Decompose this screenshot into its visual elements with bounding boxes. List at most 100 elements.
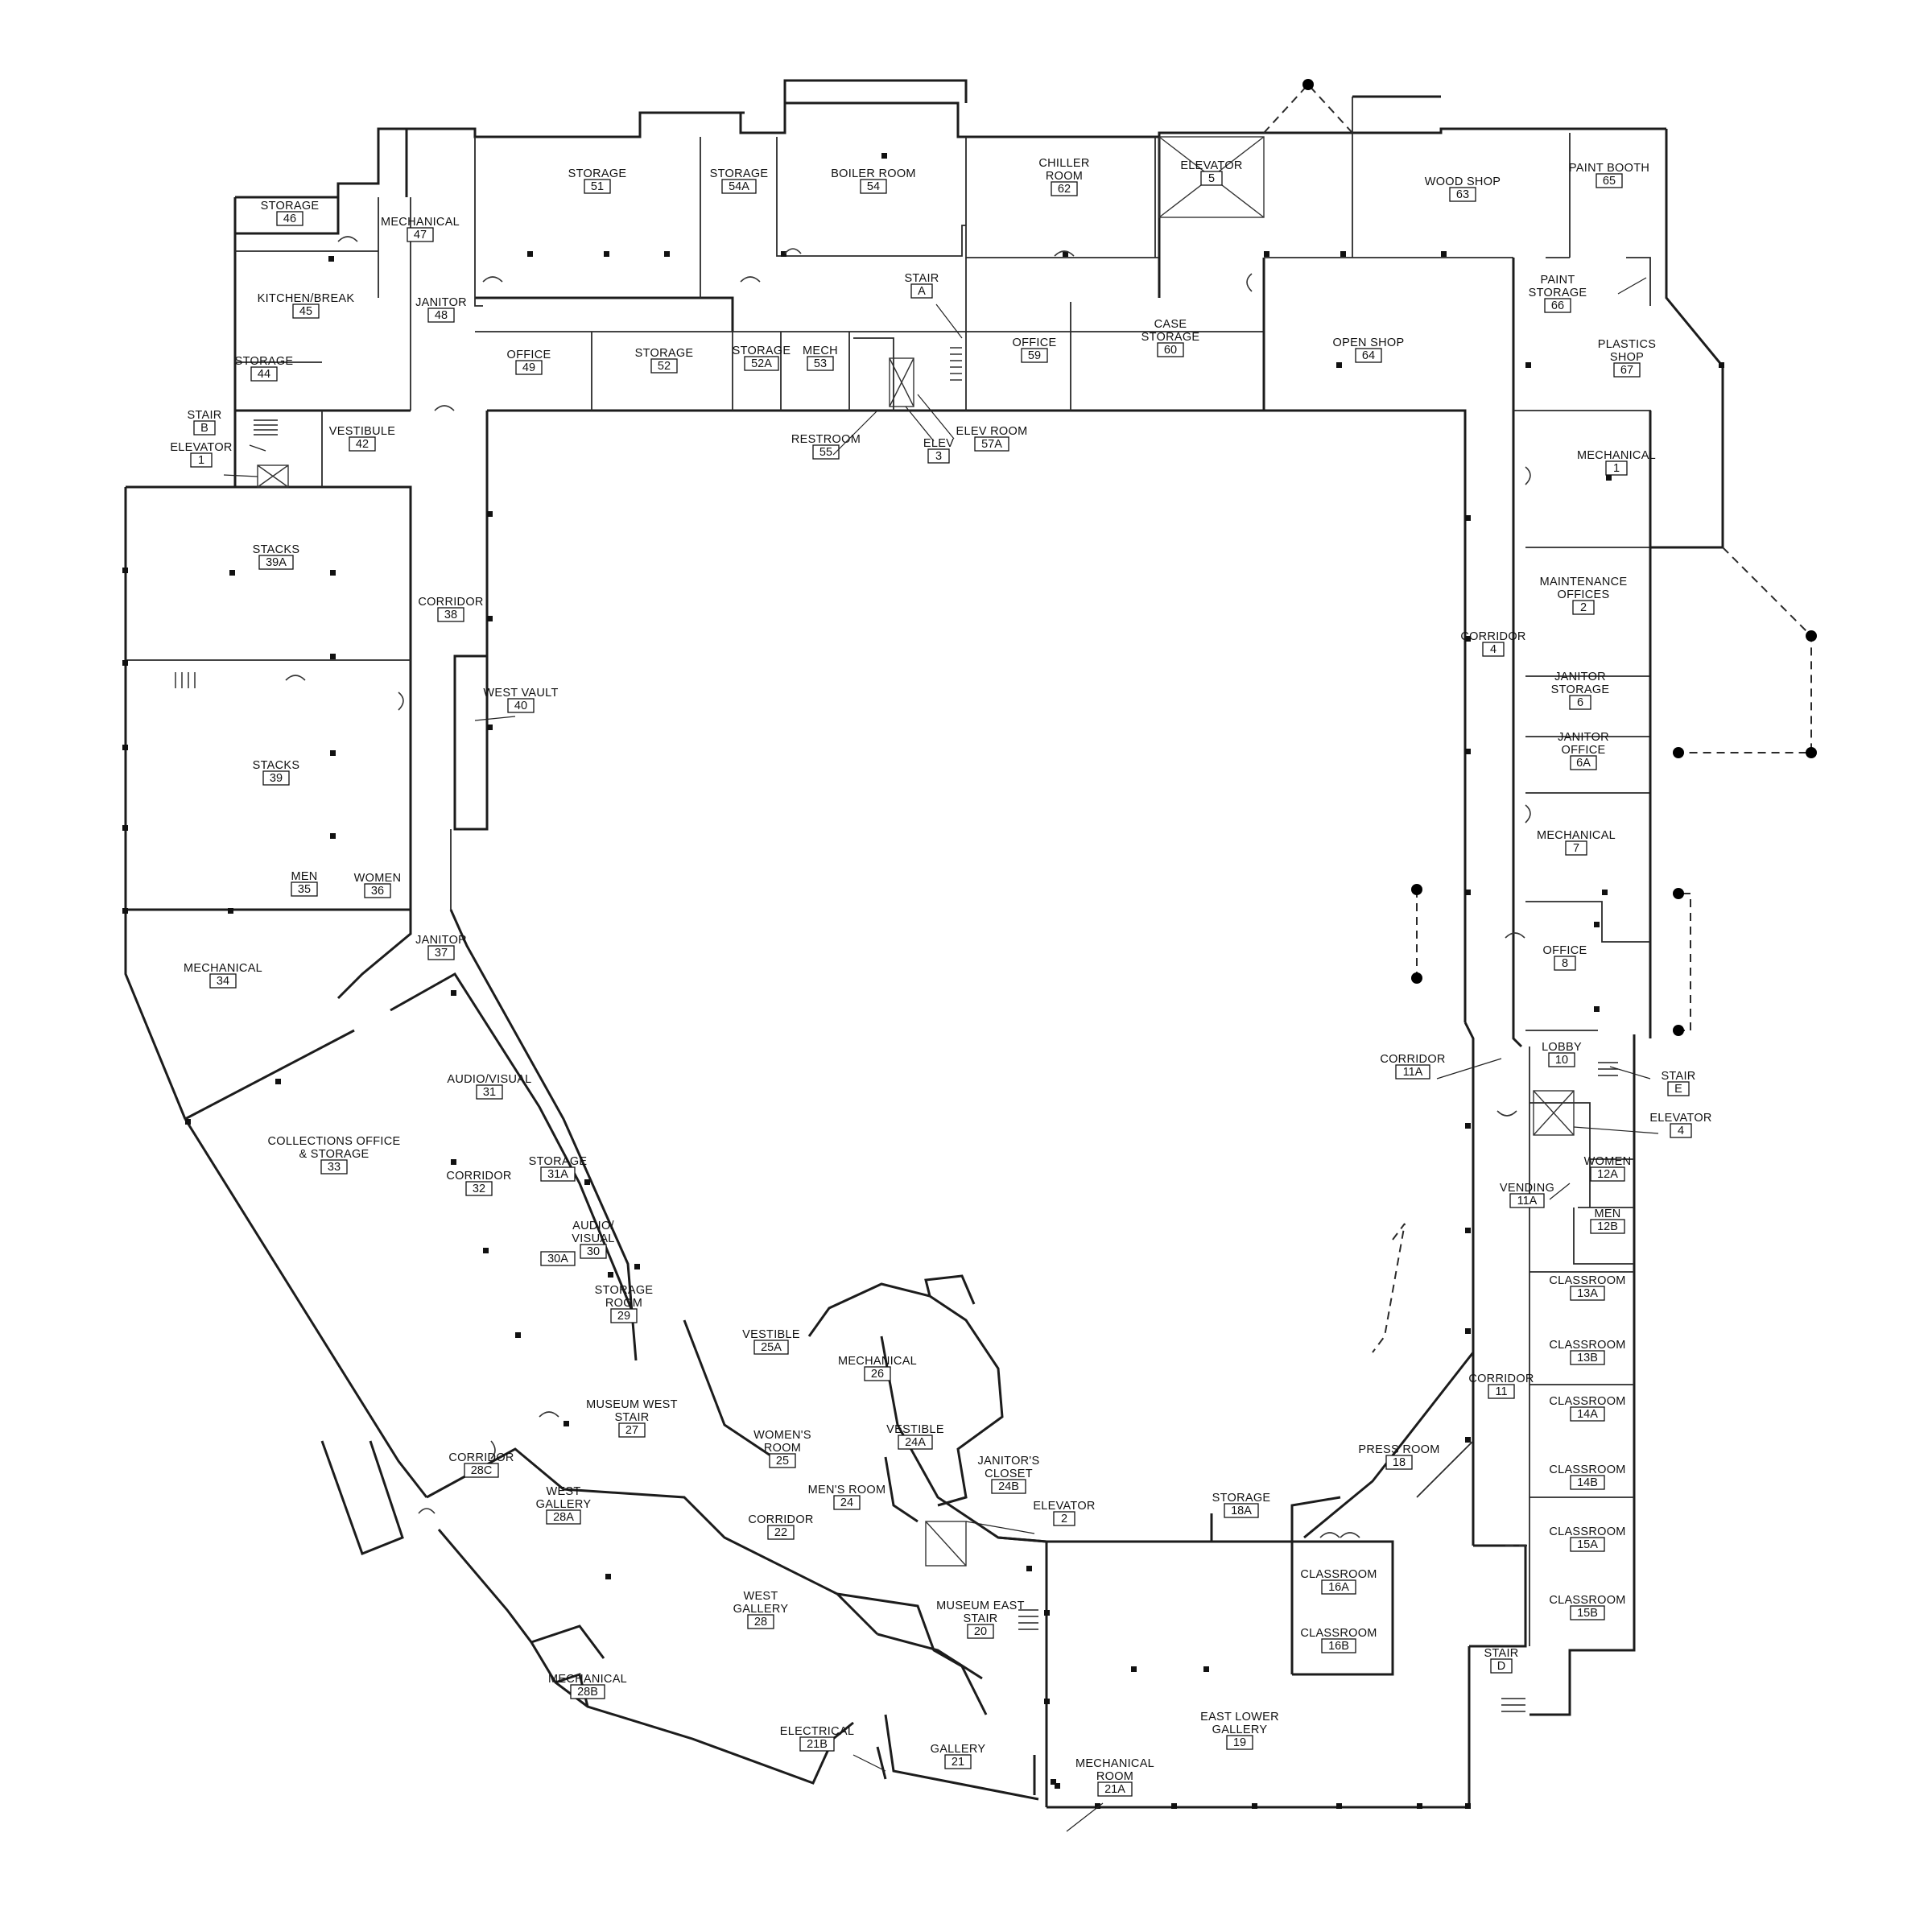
room-number-box [364, 883, 391, 898]
room-number: 52A [751, 357, 772, 370]
room-number-box [650, 358, 678, 374]
room-number: 21A [1104, 1783, 1125, 1796]
room-number-box [864, 1366, 891, 1381]
room-label: MEN'S ROOM [808, 1484, 886, 1496]
room-label: STORAGE [529, 1155, 588, 1168]
room-label: MECHANICAL [838, 1355, 917, 1368]
walls [124, 79, 1812, 1809]
room-number: 66 [1551, 299, 1564, 312]
room-30a: 30A [540, 1251, 576, 1266]
room-label: ELEVATOR [1033, 1500, 1095, 1513]
room-label: MECHANICAL [184, 962, 262, 975]
room-number-box [1605, 460, 1628, 476]
room-number: 3 [935, 450, 942, 463]
room-number-box [515, 360, 543, 375]
room-number-box [320, 1159, 348, 1174]
room-number-box [1569, 695, 1591, 710]
room-number: 60 [1164, 344, 1177, 357]
room-number-box [1570, 1537, 1605, 1552]
room-number: 11A [1403, 1066, 1423, 1079]
room-label: MECHANICAL [1537, 829, 1616, 842]
room-number-box [1051, 181, 1078, 196]
room-number: 11 [1495, 1385, 1507, 1398]
room-number-box [427, 308, 455, 323]
room-label: VENDING [1500, 1182, 1554, 1195]
room-number-box [833, 1495, 861, 1510]
room-label: GALLERY [931, 1743, 986, 1756]
room-number: 27 [625, 1424, 638, 1437]
room-number-box [1570, 1605, 1605, 1620]
room-number-box [190, 452, 213, 468]
room-number-box [721, 179, 757, 194]
room-number-box [1613, 362, 1641, 378]
room-number-box [1548, 1052, 1575, 1067]
room-label: CLASSROOM [1300, 1627, 1377, 1640]
room-number: 18A [1231, 1505, 1252, 1517]
room-number: 12A [1597, 1168, 1618, 1181]
room-number: 6A [1576, 757, 1591, 770]
room-number-box [507, 698, 535, 713]
room-label: VESTIBLE [742, 1328, 800, 1341]
room-number-box [1590, 1219, 1625, 1234]
room-number-box [476, 1084, 503, 1100]
room-number-box [1355, 348, 1382, 363]
room-number-box [1570, 1286, 1605, 1301]
room-number-box [1488, 1384, 1515, 1399]
room-label: STORAGE [261, 200, 320, 213]
room-number-box [910, 283, 933, 299]
room-label: PRESS ROOM [1358, 1443, 1439, 1456]
room-number: 19 [1233, 1736, 1246, 1749]
room-label: ELEV [923, 437, 954, 450]
room-number-box [898, 1435, 933, 1450]
room-label: JANITOR [415, 296, 467, 309]
room-number-box [753, 1340, 789, 1355]
room-label: CORRIDOR [1380, 1053, 1445, 1066]
room-label: MEN [291, 870, 317, 883]
room-number-box [1053, 1511, 1075, 1526]
room-label: MECHANICAL [381, 216, 460, 229]
room-number-box [1490, 1658, 1513, 1674]
room-number-box [1670, 1123, 1692, 1138]
room-label: MEN [1594, 1208, 1620, 1220]
room-number-box [1385, 1455, 1413, 1470]
room-number: 40 [514, 700, 527, 712]
room-number: 31A [547, 1168, 568, 1181]
room-label: CORRIDOR [1460, 630, 1525, 643]
room-number-box [807, 356, 834, 371]
room-number: 25 [776, 1455, 789, 1468]
room-number-box [1449, 187, 1476, 202]
room-number-box [580, 1244, 607, 1259]
room-label: WOMEN [354, 872, 402, 885]
room-number-box [991, 1479, 1026, 1494]
room-number-box [262, 770, 290, 786]
room-number-box [1395, 1064, 1430, 1080]
